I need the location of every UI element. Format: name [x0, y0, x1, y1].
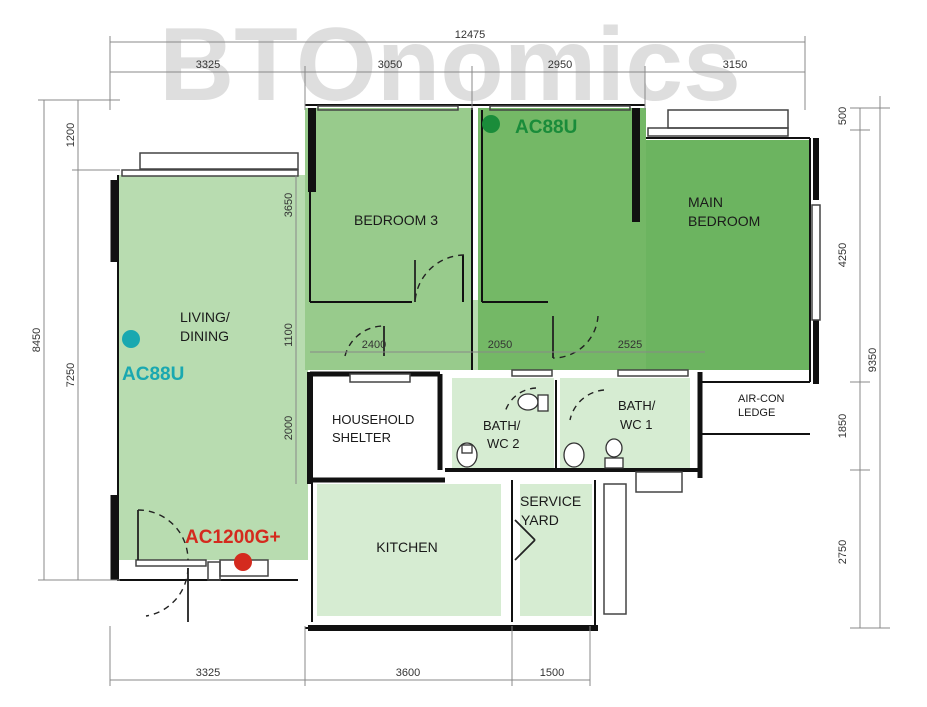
- bedroom-3-zone: [305, 108, 473, 370]
- ap-bedroom-marker: [482, 115, 500, 133]
- dim-bottom-3: 1500: [540, 667, 564, 679]
- dim-left-top: 1200: [65, 123, 77, 147]
- dim-top-4: 3150: [723, 59, 747, 71]
- dim-right-3: 1850: [837, 414, 849, 438]
- dim-bottom-1: 3325: [196, 667, 220, 679]
- dimension-labels: 12475 3325 3050 2950 3150 3325 3600 1500…: [31, 29, 879, 679]
- dim-right-4: 2750: [837, 540, 849, 564]
- main-bedroom-zone: [646, 140, 810, 370]
- label-shelter-2: SHELTER: [332, 430, 391, 445]
- dim-inner-3: 2525: [618, 339, 642, 351]
- door-leaves: [137, 260, 554, 622]
- label-main-bedroom-1: MAIN: [688, 194, 723, 210]
- label-main-bedroom-2: BEDROOM: [688, 213, 760, 229]
- label-bath2-2: WC 2: [487, 436, 520, 451]
- label-aircon-2: LEDGE: [738, 407, 775, 419]
- label-bath1-2: WC 1: [620, 417, 653, 432]
- dim-mid-2: 1100: [283, 323, 295, 347]
- service-yard-zone: [520, 484, 592, 616]
- dim-mid-1: 3650: [283, 193, 295, 217]
- label-bath1-1: BATH/: [618, 398, 656, 413]
- dimension-lines: [38, 36, 890, 686]
- ap-living-marker: [122, 330, 140, 348]
- living-dining-zone: [118, 175, 308, 560]
- windows: [121, 105, 821, 615]
- label-living-2: DINING: [180, 328, 229, 344]
- dim-top-3: 2950: [548, 59, 572, 71]
- dim-top-total: 12475: [455, 29, 486, 41]
- dim-bottom-2: 3600: [396, 667, 420, 679]
- router-marker: [234, 553, 252, 571]
- dim-mid-3: 2000: [283, 416, 295, 440]
- label-bath2-1: BATH/: [483, 418, 521, 433]
- label-shelter-1: HOUSEHOLD: [332, 412, 414, 427]
- walls: [110, 104, 819, 631]
- fixtures: [456, 393, 624, 469]
- watermark-text: BTOnomics: [159, 7, 741, 123]
- dim-left-inner: 7250: [65, 363, 77, 387]
- label-aircon-1: AIR-CON: [738, 393, 785, 405]
- door-swings: [137, 254, 605, 617]
- label-service-2: YARD: [521, 512, 559, 528]
- kitchen-zone: [317, 484, 501, 616]
- router-label: AC1200G+: [185, 527, 281, 548]
- room-labels: BEDROOM 3 MAIN BEDROOM LIVING/ DINING HO…: [180, 194, 785, 555]
- ap-living-label: AC88U: [122, 364, 184, 385]
- label-kitchen: KITCHEN: [376, 539, 437, 555]
- dim-top-1: 3325: [196, 59, 220, 71]
- dim-left-outer: 8450: [31, 328, 43, 352]
- dim-top-2: 3050: [378, 59, 402, 71]
- dim-inner-1: 2400: [362, 339, 386, 351]
- label-living-1: LIVING/: [180, 309, 230, 325]
- ap-bedroom-label: AC88U: [515, 117, 577, 138]
- dim-inner-2: 2050: [488, 339, 512, 351]
- dim-right-2: 4250: [837, 243, 849, 267]
- label-service-1: SERVICE: [520, 493, 581, 509]
- bedroom-2-zone: [478, 108, 646, 370]
- dim-right-outer: 9350: [867, 348, 879, 372]
- dim-right-1: 500: [837, 107, 849, 125]
- label-bedroom-3: BEDROOM 3: [354, 212, 438, 228]
